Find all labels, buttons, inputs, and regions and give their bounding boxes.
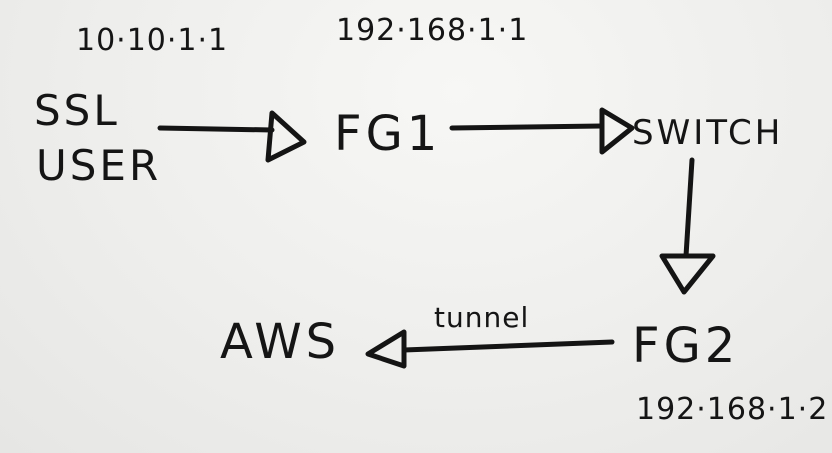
aws-node: AWS	[220, 314, 341, 370]
ssl-user-node-line1: SSL	[34, 86, 120, 135]
arrow-fg1-to-switch	[449, 107, 635, 155]
arrow-switch-to-fg2	[659, 157, 716, 295]
tunnel-edge-label: tunnel	[434, 301, 530, 334]
switch-node: SWITCH	[632, 113, 784, 153]
fg1-node: FG1	[334, 106, 442, 162]
arrow-ssl-user-to-fg1	[157, 110, 307, 163]
fg2-ip-label: 192·168·1·2	[636, 392, 829, 427]
fg1-ip-label: 192·168·1·1	[336, 13, 529, 48]
arrow-fg2-to-aws-tunnel	[365, 329, 615, 369]
fg2-node: FG2	[632, 318, 740, 374]
ssl-user-ip-label: 10·10·1·1	[76, 23, 229, 58]
ssl-user-node-line2: USER	[36, 141, 162, 190]
